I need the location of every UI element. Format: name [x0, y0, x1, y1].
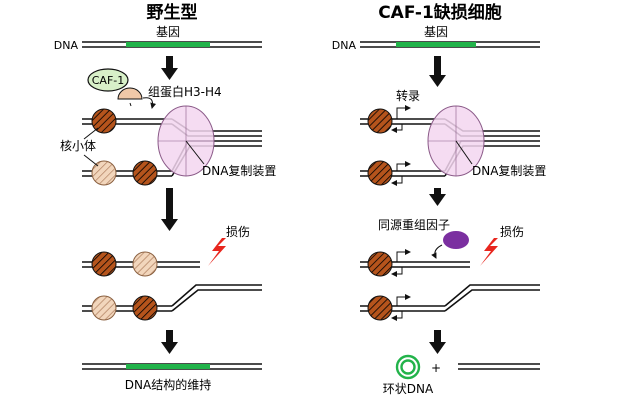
histone-label: 组蛋白H3-H4 — [148, 84, 222, 99]
cd-nucleosome-3 — [367, 251, 393, 277]
cd-nucleosome-1 — [367, 108, 393, 134]
wt-arrow-2 — [161, 188, 178, 231]
wt-arrow-1 — [161, 56, 178, 80]
cd-damage-label: 损伤 — [500, 225, 524, 239]
plus-sign: + — [431, 361, 441, 375]
wt-replication-label: DNA复制装置 — [202, 164, 276, 178]
cd-replication-label: DNA复制装置 — [472, 164, 546, 178]
wt-arrow-3 — [161, 330, 178, 354]
caf1-oval — [87, 68, 129, 92]
wt-nucleosome-2 — [91, 160, 117, 186]
cd-gene-label: 基因 — [424, 25, 448, 39]
histone-half — [117, 87, 143, 100]
recombination-factor — [443, 231, 469, 249]
wt-final-dna — [82, 363, 262, 370]
cd-arrow-1 — [429, 56, 446, 87]
cd-result-label: 环状DNA — [383, 382, 434, 396]
wild-type-title: 野生型 — [147, 2, 198, 23]
wt-damage-bolt — [208, 238, 226, 266]
nucleosome-label: 核小体 — [60, 139, 96, 153]
histone-to-fork — [129, 102, 132, 107]
cd-dna-strand-top — [360, 41, 540, 48]
histone-arrow — [142, 97, 157, 109]
cd-arrow-2 — [429, 188, 446, 206]
wt-dna-strand-top — [82, 41, 262, 48]
wt-nucleosome-6 — [91, 295, 117, 321]
wt-result-label: DNA结构的维持 — [125, 377, 211, 392]
wt-dna-label: DNA — [54, 39, 79, 52]
wild-type-panel: 野生型 DNA 基因 CAF-1 组蛋白H3-H4 — [54, 2, 277, 392]
circular-dna — [395, 354, 421, 380]
wt-nucleosome-3 — [132, 160, 158, 186]
cd-final-dna — [458, 363, 540, 370]
cd-dna-label: DNA — [332, 39, 357, 52]
caf1-complex: CAF-1 — [87, 68, 157, 109]
wt-nucleosome-7 — [132, 295, 158, 321]
recombination-label: 同源重组因子 — [378, 218, 450, 232]
cd-nucleosome-2 — [367, 160, 393, 186]
caf1-deficient-title: CAF-1缺损细胞 — [378, 2, 502, 23]
wt-nucleosome-1 — [91, 108, 117, 134]
cd-damage-bolt — [480, 238, 498, 266]
caf1-deficient-panel: CAF-1缺损细胞 DNA 基因 转录 — [332, 2, 547, 396]
wt-gene-label: 基因 — [156, 25, 180, 39]
cd-nucleosome-4 — [367, 295, 393, 321]
wt-replication-fork — [82, 105, 262, 177]
cd-arrow-3 — [429, 330, 446, 354]
wt-nucleosome-4 — [91, 251, 117, 277]
cd-replication-fork — [360, 105, 540, 186]
caf1-label: CAF-1 — [92, 74, 125, 87]
wt-damage-label: 损伤 — [226, 225, 250, 239]
transcription-label: 转录 — [396, 88, 420, 103]
wt-nucleosome-5 — [132, 251, 158, 277]
